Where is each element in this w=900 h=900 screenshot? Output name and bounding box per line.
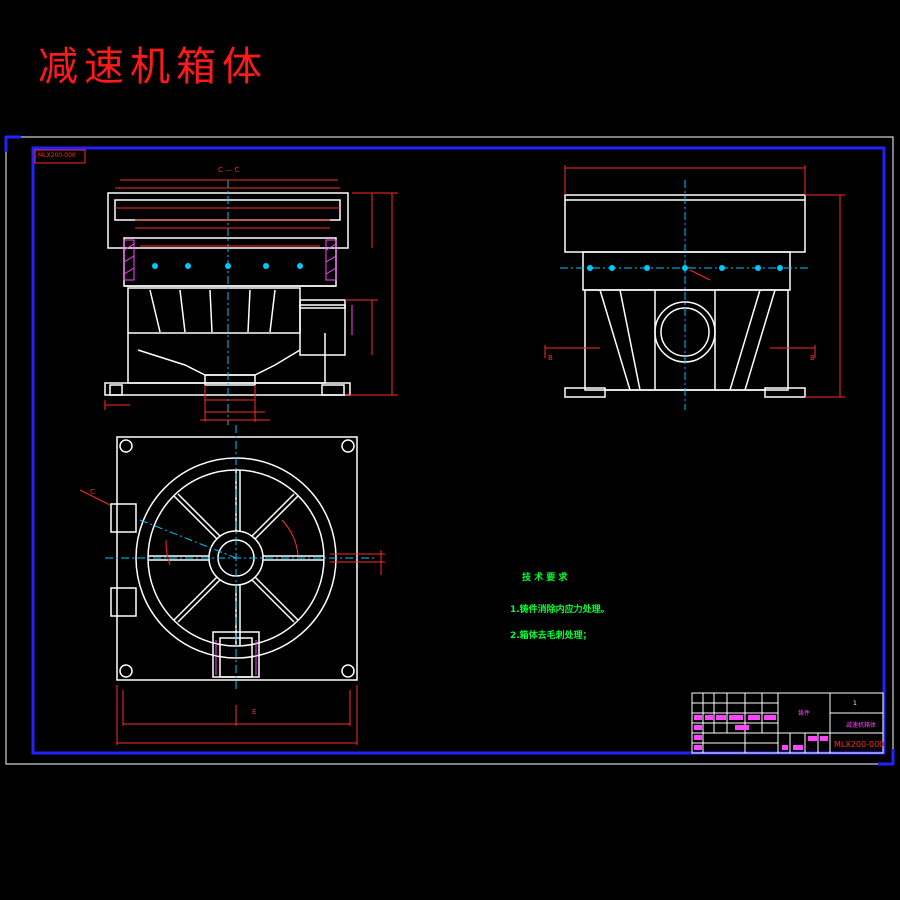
side-view-dimensions: [544, 165, 845, 398]
front-view: [104, 192, 351, 396]
page-title: 减速机箱体: [38, 44, 268, 90]
title-block-sheet: 1: [853, 700, 857, 707]
section-mark-b-right: B: [810, 354, 815, 362]
drawing-number-tag: MLX200-000: [38, 152, 76, 159]
tech-requirements-heading: 技 术 要 求: [522, 573, 568, 583]
title-block-grid: [691, 692, 884, 754]
top-view-dimensions: [79, 489, 385, 745]
front-view-dimensions: [104, 179, 398, 422]
title-block-code: MLX200-000: [834, 740, 885, 749]
tech-requirement-2: 2.箱体去毛刺处理；: [510, 631, 592, 641]
front-view-hatch: [123, 239, 353, 335]
corner-mark-br: [878, 749, 895, 766]
drawing-number-box: [34, 149, 86, 164]
drawing-frame: [31, 146, 886, 755]
top-view-centerlines: [105, 425, 375, 690]
sheet-border: [5, 136, 894, 765]
section-mark-e: E: [252, 708, 256, 716]
title-block-material: 铸件: [798, 710, 811, 717]
section-label: C — C: [218, 166, 239, 174]
top-view-hatch: [215, 640, 257, 675]
title-block-cell-marks: [694, 715, 828, 750]
corner-mark-tl: [4, 135, 21, 152]
section-mark-c: C: [90, 488, 95, 496]
title-block-part-name: 减速机箱体: [846, 722, 877, 729]
section-mark-b-left: B: [548, 354, 553, 362]
tech-requirement-1: 1.铸件消除内应力处理。: [510, 605, 610, 615]
